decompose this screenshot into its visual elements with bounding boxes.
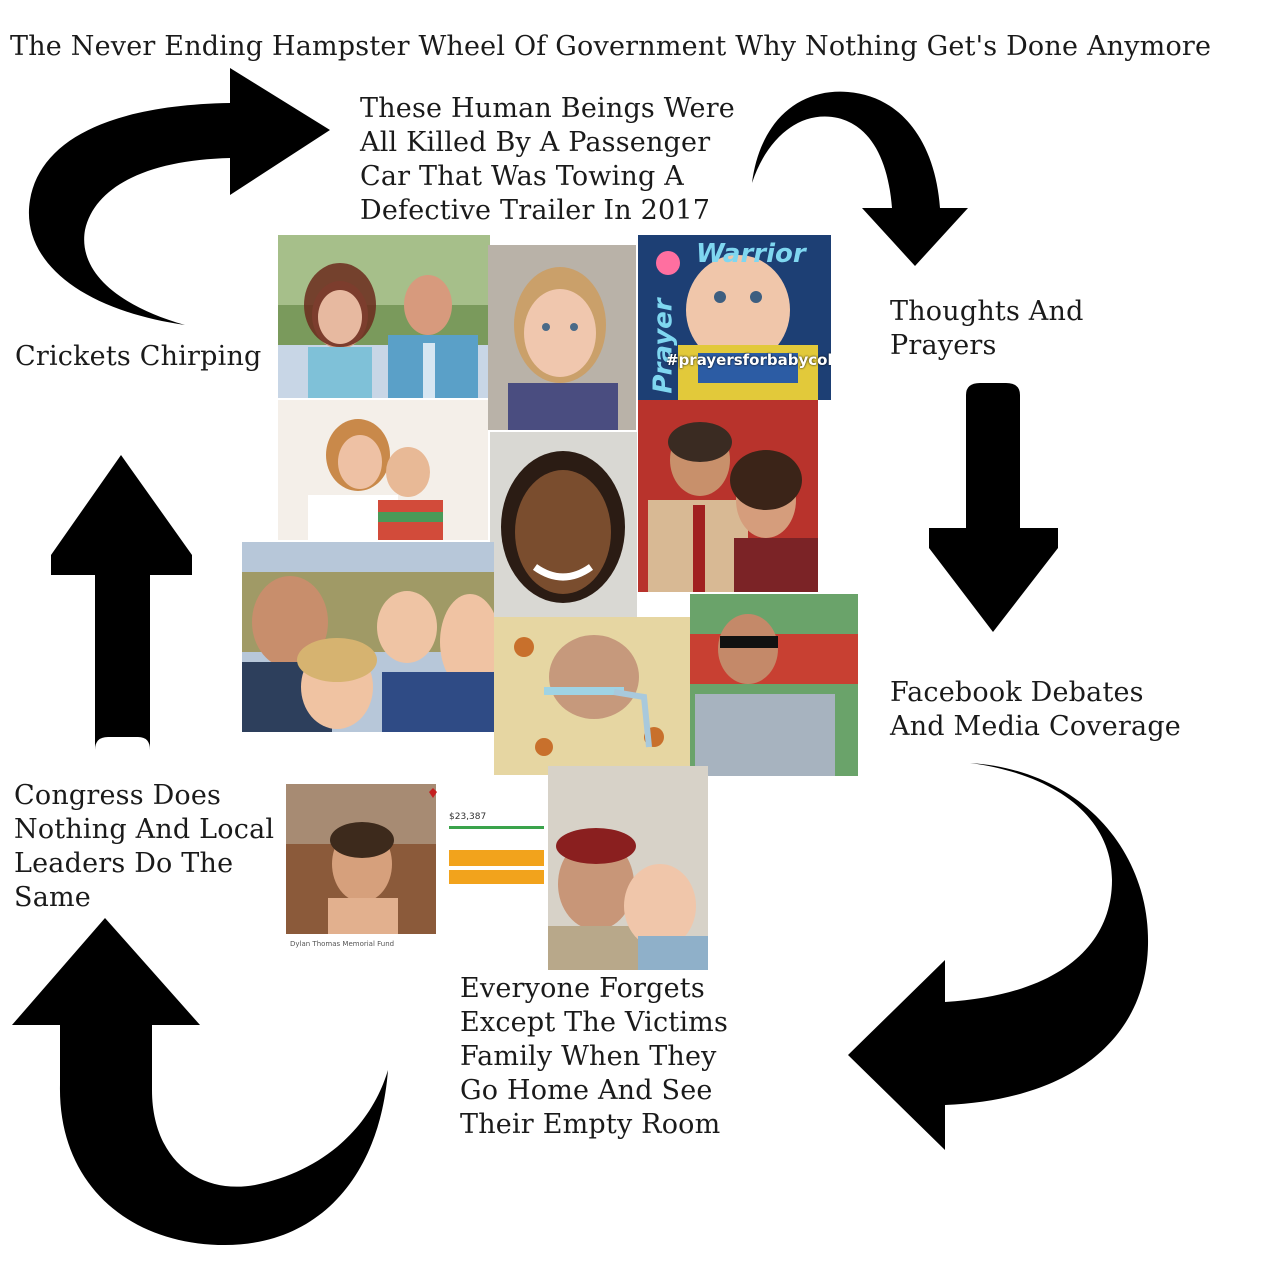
facebook-debates-label: Facebook Debates And Media Coverage	[890, 677, 1181, 742]
photo-family-selfie	[242, 542, 494, 732]
photo-gofundme-page: $23,387 Dylan Thomas Memorial Fund	[274, 778, 548, 956]
photo-girl	[488, 245, 636, 430]
photo-couple-event	[638, 400, 818, 592]
congress-does-nothing-label: Congress Does Nothing And Local Leaders …	[14, 780, 275, 913]
photo-baby-warrior: Warrior Prayer #prayersforbabycolt	[638, 235, 831, 400]
warrior-overlay: Warrior	[696, 239, 806, 269]
down-arrow-icon	[929, 383, 1058, 632]
hashtag-overlay: #prayersforbabycolt	[666, 351, 831, 369]
thoughts-and-prayers-label: Thoughts And Prayers	[890, 296, 1084, 361]
curved-arrow-top-right-icon	[752, 91, 968, 266]
photo-man-sunglasses	[690, 594, 858, 776]
fund-title: Dylan Thomas Memorial Fund	[290, 940, 395, 948]
photo-woman-smiling	[490, 432, 637, 617]
up-arrow-icon	[51, 455, 192, 750]
curved-arrow-bottom-right-icon	[848, 763, 1149, 1150]
curved-arrow-top-left-icon	[28, 68, 331, 325]
page-title: The Never Ending Hampster Wheel Of Gover…	[10, 31, 1212, 62]
photo-mother-son	[278, 400, 488, 540]
victims-label: These Human Beings Were All Killed By A …	[360, 93, 735, 226]
prayer-overlay: Prayer	[648, 298, 679, 394]
photo-couple-outdoors	[278, 235, 490, 398]
crickets-chirping-label: Crickets Chirping	[15, 341, 262, 372]
everyone-forgets-label: Everyone Forgets Except The Victims Fami…	[460, 973, 729, 1140]
photo-father-baby	[548, 766, 708, 970]
fund-amount: $23,387	[449, 812, 487, 822]
curved-arrow-bottom-left-icon	[12, 918, 388, 1245]
photo-baby-hospital	[494, 617, 690, 775]
